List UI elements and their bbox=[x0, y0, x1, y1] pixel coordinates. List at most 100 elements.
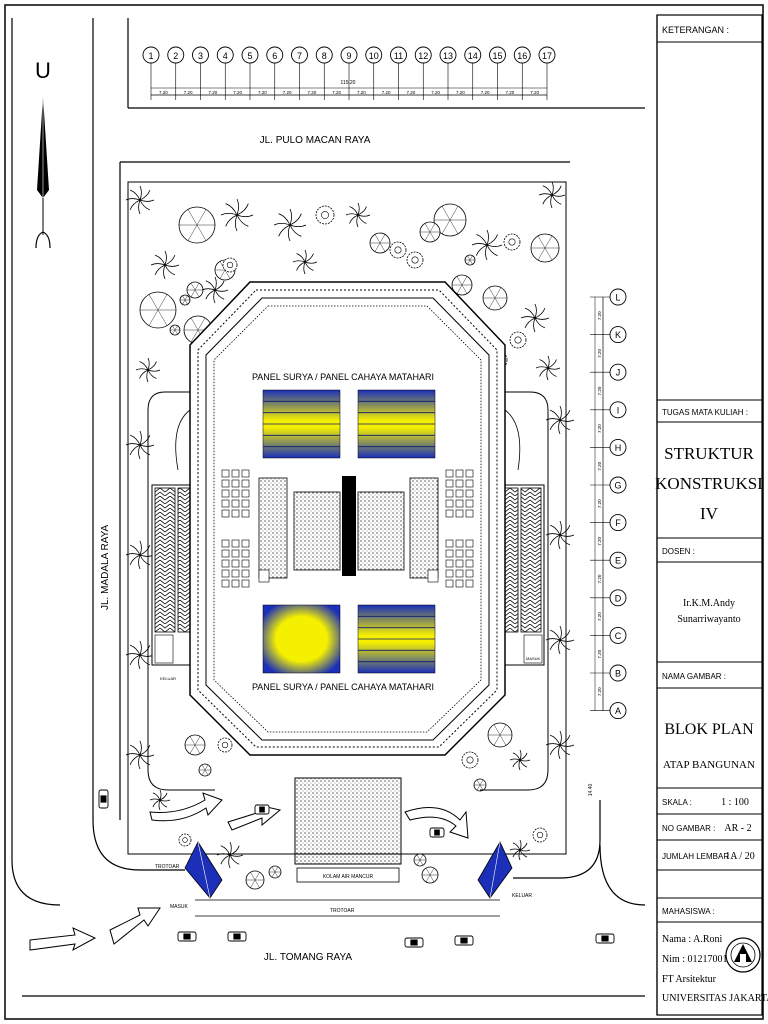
dosen-label: DOSEN : bbox=[662, 547, 695, 556]
road-label-left: JL. MADALA RAYA bbox=[100, 524, 111, 610]
seat bbox=[231, 479, 240, 488]
seat bbox=[231, 569, 240, 578]
seat bbox=[445, 489, 454, 498]
seat bbox=[221, 499, 230, 508]
seat bbox=[445, 549, 454, 558]
tugas-label: TUGAS MATA KULIAH : bbox=[662, 408, 748, 417]
round-tree-icon bbox=[413, 853, 427, 867]
palm-tree-icon bbox=[520, 303, 550, 333]
grid-axis-right: I7.20 bbox=[590, 401, 627, 433]
solar-label-bottom: PANEL SURYA / PANEL CAHAYA MATAHARI bbox=[252, 682, 434, 692]
car-icon bbox=[98, 789, 109, 809]
grid-dim-label: 7.20 bbox=[597, 649, 602, 658]
grid-axis-label: I bbox=[617, 405, 620, 415]
top-grid-axes: 17.2027.2037.2047.2057.2067.2077.2087.20… bbox=[142, 46, 556, 100]
traffic-arrows bbox=[29, 792, 469, 952]
grid-axis-label: 4 bbox=[223, 51, 228, 61]
grid-dim-label: 7.20 bbox=[159, 90, 168, 95]
grid-axis-label: E bbox=[615, 556, 621, 566]
car-icon bbox=[227, 931, 247, 942]
round-tree-icon bbox=[419, 221, 441, 243]
sidewalk-label: TROTOAR bbox=[330, 908, 355, 914]
grid-axis-top: 127.20 bbox=[414, 46, 440, 100]
grid-axis-top: 97.20 bbox=[340, 46, 366, 100]
seat bbox=[241, 579, 250, 588]
course-title-line3: IV bbox=[700, 504, 719, 523]
solar-panel-top-right bbox=[357, 389, 436, 459]
drawing-name-line2: ATAP BANGUNAN bbox=[663, 759, 755, 771]
entrance-canopy-left bbox=[184, 841, 223, 899]
seat bbox=[221, 509, 230, 518]
seat bbox=[455, 499, 464, 508]
shrub-icon bbox=[532, 827, 548, 843]
grid-axis-top: 117.20 bbox=[390, 46, 416, 100]
palm-tree-icon bbox=[509, 839, 531, 861]
student-name: Nama : A.Roni bbox=[662, 934, 722, 945]
masuk-right-label: MASUK bbox=[526, 656, 541, 661]
grid-dim-label: 7.20 bbox=[258, 90, 267, 95]
grid-dim-label: 7.20 bbox=[184, 90, 193, 95]
shrub-icon bbox=[509, 331, 527, 349]
palm-tree-icon bbox=[509, 749, 531, 771]
round-tree-icon bbox=[179, 294, 191, 306]
round-tree-icon bbox=[482, 285, 508, 311]
grid-axis-label: 13 bbox=[443, 51, 453, 61]
grid-axis-right: L7.20 bbox=[590, 288, 627, 320]
jumlah-lembar-label: JUMLAH LEMBAR : bbox=[662, 852, 734, 861]
north-label: U bbox=[35, 58, 51, 83]
seat bbox=[231, 549, 240, 558]
seat bbox=[221, 559, 230, 568]
grid-axis-top: 67.20 bbox=[266, 46, 292, 100]
grid-axis-label: 9 bbox=[346, 51, 351, 61]
grid-dim-label: 7.20 bbox=[597, 612, 602, 621]
grid-axis-label: L bbox=[615, 293, 620, 303]
grid-dim-label: 7.20 bbox=[332, 90, 341, 95]
shrub-icon bbox=[315, 205, 335, 225]
grid-axis-label: G bbox=[614, 481, 621, 491]
sheet-border bbox=[4, 4, 764, 1020]
round-tree-icon bbox=[369, 232, 391, 254]
round-tree-icon bbox=[473, 778, 487, 792]
student-faculty: FT Arsitektur bbox=[662, 974, 717, 985]
seat bbox=[465, 469, 474, 478]
seat bbox=[455, 489, 464, 498]
skala-value: 1 : 100 bbox=[721, 797, 749, 808]
car-icon bbox=[429, 827, 445, 838]
seat bbox=[231, 509, 240, 518]
grid-dim-label: 7.20 bbox=[597, 687, 602, 696]
grid-axis-label: D bbox=[615, 593, 622, 603]
seat bbox=[465, 579, 474, 588]
seat bbox=[455, 579, 464, 588]
round-tree-icon bbox=[139, 291, 177, 329]
seat bbox=[455, 569, 464, 578]
grid-axis-top: 157.20 bbox=[489, 46, 515, 100]
seat bbox=[241, 479, 250, 488]
palm-tree-icon bbox=[545, 730, 575, 760]
roads bbox=[11, 18, 646, 997]
palm-tree-icon bbox=[273, 208, 307, 242]
car-icon bbox=[254, 804, 270, 815]
course-title-line2: KONSTRUKSI bbox=[655, 474, 763, 493]
palm-tree-icon bbox=[125, 185, 155, 215]
palm-tree-icon bbox=[135, 357, 161, 383]
palm-tree-icon bbox=[216, 841, 244, 869]
grid-dim-label: 7.20 bbox=[530, 90, 539, 95]
grid-dim-label: 7.20 bbox=[597, 349, 602, 358]
palm-tree-icon bbox=[535, 355, 561, 381]
grid-axis-right: E7.20 bbox=[590, 551, 627, 583]
grid-axis-label: 7 bbox=[297, 51, 302, 61]
fountain-pool: KOLAM AIR MANCUR TROTOAR TROTOAR MASUK K… bbox=[155, 777, 532, 917]
palm-tree-icon bbox=[125, 540, 155, 570]
seat bbox=[231, 469, 240, 478]
seat bbox=[465, 549, 474, 558]
palm-tree-icon bbox=[150, 250, 180, 280]
drawing-name-line1: BLOK PLAN bbox=[664, 721, 754, 738]
title-block-frame bbox=[656, 14, 763, 1016]
grid-dim-label: 7.20 bbox=[481, 90, 490, 95]
pool-label: KOLAM AIR MANCUR bbox=[323, 874, 374, 880]
grid-axis-label: 8 bbox=[322, 51, 327, 61]
mahasiswa-label: MAHASISWA : bbox=[662, 907, 715, 916]
round-tree-icon bbox=[268, 865, 282, 879]
grid-dim-label: 7.20 bbox=[307, 90, 316, 95]
